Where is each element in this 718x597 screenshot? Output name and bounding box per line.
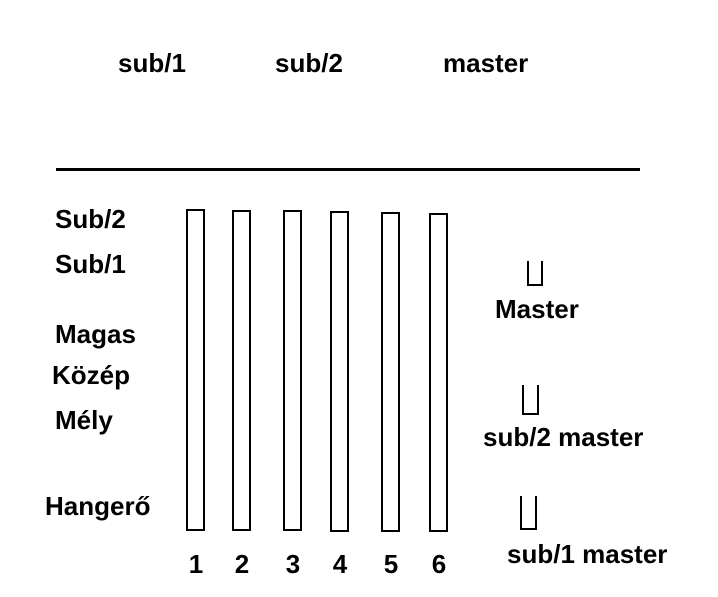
sub2-master-label: sub/2 master (483, 422, 644, 452)
group-label-master: master (443, 48, 529, 78)
channel-fader-bar-1 (186, 209, 205, 531)
row-label-mely: Mély (55, 405, 113, 435)
channel-number-3: 3 (285, 549, 301, 579)
row-label-sub2: Sub/2 (55, 204, 126, 234)
divider-line (56, 168, 640, 171)
channel-number-1: 1 (188, 549, 204, 579)
channel-fader-bar-2 (232, 210, 251, 531)
channel-number-5: 5 (383, 549, 399, 579)
channel-fader-bar-6 (429, 213, 448, 532)
channel-number-4: 4 (332, 549, 348, 579)
master-fader-slot (527, 261, 543, 286)
channel-fader-bar-5 (381, 212, 400, 532)
row-label-magas: Magas (55, 319, 136, 349)
channel-number-6: 6 (431, 549, 447, 579)
sub1-master-fader-slot (520, 496, 537, 530)
channel-number-2: 2 (234, 549, 250, 579)
row-label-hangero: Hangerő (45, 491, 151, 521)
row-label-kozep: Közép (52, 360, 130, 390)
sub2-master-fader-slot (522, 385, 539, 415)
sub1-master-label: sub/1 master (507, 539, 668, 569)
group-label-sub1: sub/1 (118, 48, 186, 78)
row-label-sub1: Sub/1 (55, 249, 126, 279)
master-label: Master (495, 294, 579, 324)
channel-fader-bar-4 (330, 211, 349, 532)
channel-fader-bar-3 (283, 210, 302, 531)
group-label-sub2: sub/2 (275, 48, 343, 78)
